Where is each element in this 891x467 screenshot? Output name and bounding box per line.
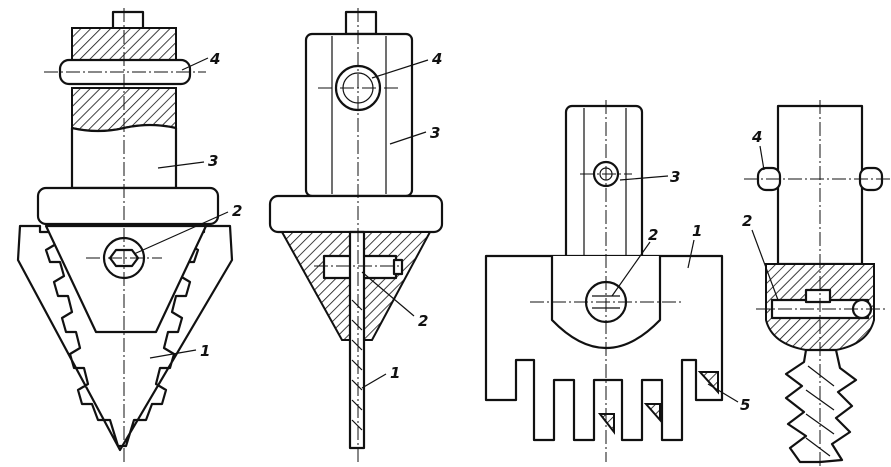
fig-b-blade-flutes [351, 299, 363, 431]
fig-c-label-5: 5 [740, 396, 750, 414]
figure-a-cone-cutter-front: 4 3 2 1 [16, 8, 242, 462]
figure-d-comb-cutter-side: 4 2 [742, 100, 890, 466]
fig-c-insert-5-b [643, 403, 661, 423]
fig-b-screw-2-head [392, 258, 404, 276]
fig-b-leader-2 [361, 271, 415, 317]
fig-b-blade-1 [348, 230, 366, 450]
fig-d-twisted-cutter [784, 348, 858, 464]
figure-b-cone-cutter-side: 4 3 2 1 [268, 8, 444, 462]
fig-d-label-2: 2 [742, 212, 752, 230]
fig-c-label-1: 1 [692, 222, 702, 240]
fig-b-leader-1 [361, 373, 387, 389]
fig-c-insert-5-c [597, 413, 615, 435]
fig-b-flange [268, 194, 444, 234]
fig-c-leader-3 [619, 175, 669, 181]
fig-a-label-4: 4 [209, 50, 220, 68]
fig-a-label-1: 1 [200, 342, 210, 360]
fig-d-screw-2-nut [804, 288, 832, 304]
fig-d-leader-2 [751, 229, 779, 301]
fig-b-label-4: 4 [431, 50, 442, 68]
fig-b-label-2: 2 [418, 312, 428, 330]
fig-c-leader-5 [707, 383, 739, 403]
fig-d-label-4: 4 [751, 128, 762, 146]
fig-a-label-3: 3 [208, 152, 218, 170]
fig-a-leader-1 [149, 349, 197, 359]
fig-b-label-3: 3 [430, 124, 440, 142]
fig-c-label-3: 3 [670, 168, 680, 186]
fig-a-toothed-cone-1 [16, 224, 234, 452]
fig-c-leader-2 [611, 241, 651, 297]
fig-b-stem [344, 10, 378, 36]
fig-a-leader-3 [157, 161, 205, 169]
fig-b-leader-4 [371, 59, 429, 79]
fig-a-label-2: 2 [232, 202, 242, 220]
fig-d-leader-4 [759, 145, 765, 171]
fig-a-leader-4 [181, 57, 209, 71]
fig-c-leader-1 [687, 239, 695, 269]
fig-a-shank-3 [70, 123, 178, 190]
fig-a-leader-2 [133, 211, 229, 255]
fig-a-flange [36, 186, 220, 226]
fig-b-label-1: 1 [390, 364, 400, 382]
fig-c-label-2: 2 [648, 226, 658, 244]
fig-b-shank-3 [304, 32, 414, 198]
figure-c-comb-cutter-front: 3 2 1 5 [484, 100, 750, 462]
fig-b-leader-3 [389, 131, 427, 145]
